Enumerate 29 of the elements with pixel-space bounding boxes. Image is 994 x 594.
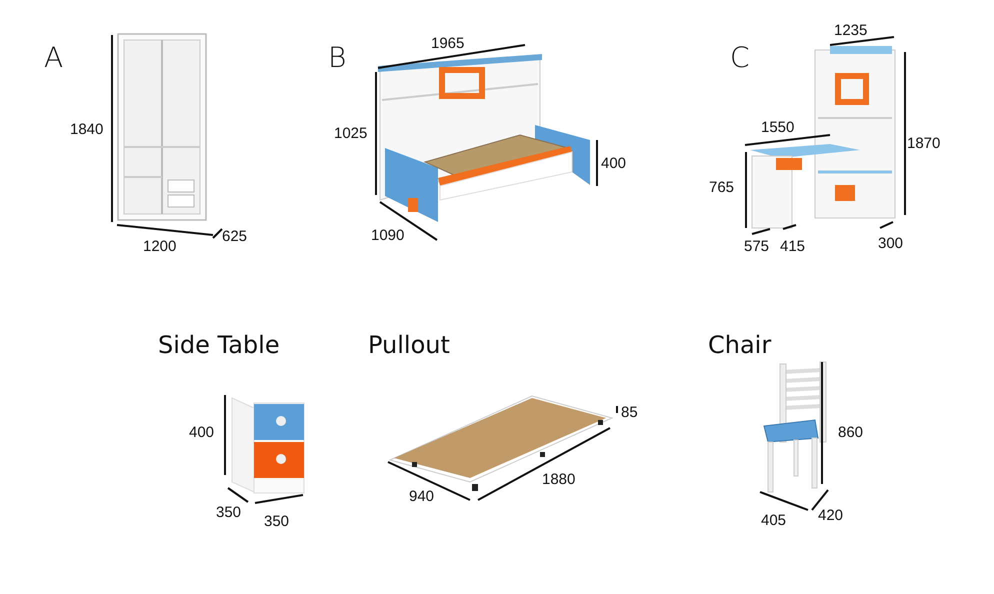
dimension-label: 400 xyxy=(189,425,214,440)
dimension-label: 1550 xyxy=(761,120,794,135)
letter-label: C xyxy=(730,44,750,72)
dimension-label: 625 xyxy=(222,229,248,244)
dimension-label: 1200 xyxy=(143,239,176,254)
dimension-label: 420 xyxy=(818,508,844,523)
dimension-label: 860 xyxy=(838,425,864,440)
letter-label: A xyxy=(44,44,64,72)
dimension-label: 350 xyxy=(264,514,290,529)
dimension-label: 300 xyxy=(878,236,904,251)
dimension-label: 1025 xyxy=(334,126,368,141)
item-title: Side Table xyxy=(158,333,280,357)
dimension-label: 350 xyxy=(216,505,242,520)
dimension-label: 940 xyxy=(409,489,434,504)
dimension-label: 415 xyxy=(780,239,806,254)
dimension-label: 1090 xyxy=(371,228,404,243)
dimension-label: 765 xyxy=(709,180,734,195)
dimension-label: 1870 xyxy=(907,136,940,151)
dimension-label: 575 xyxy=(744,239,770,254)
dimension-label: 85 xyxy=(621,405,638,420)
dimension-label: 1840 xyxy=(70,122,104,137)
dimension-label: 400 xyxy=(601,156,626,171)
dimension-label: 1880 xyxy=(542,472,576,487)
dimension-label: 1235 xyxy=(834,23,868,38)
dimension-label: 405 xyxy=(761,513,786,528)
item-title: Chair xyxy=(708,333,772,357)
item-title: Pullout xyxy=(368,333,450,357)
dimension-label: 1965 xyxy=(431,36,464,51)
letter-label: B xyxy=(328,44,346,72)
